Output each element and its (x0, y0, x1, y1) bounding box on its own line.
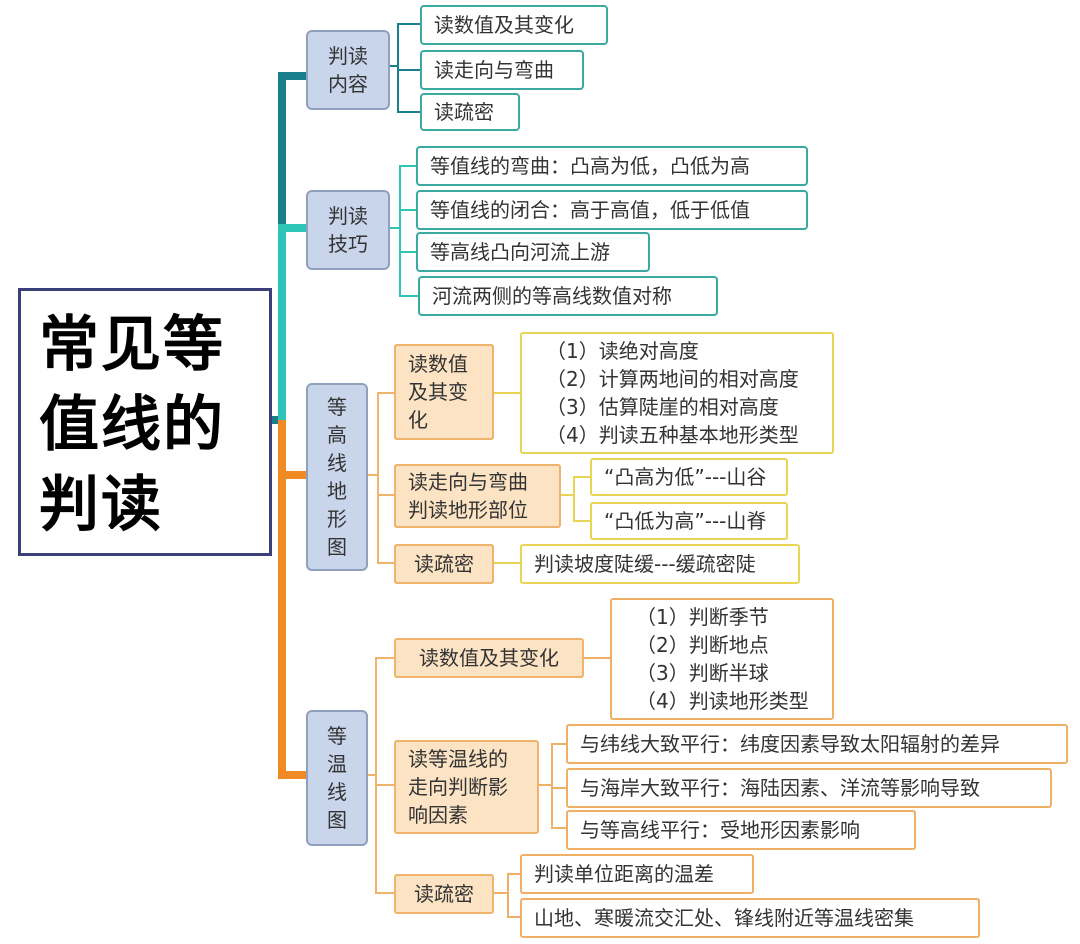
isotherm-direction-line-2: 走向判断影 (408, 775, 508, 799)
contour-values-item-1: （1）读绝对高度 (546, 339, 699, 363)
branch-reading-content: 判读 内容 (306, 30, 390, 110)
contour-values-item-2: （2）计算两地间的相对高度 (546, 367, 799, 391)
leaf-read-direction: 读走向与弯曲 (420, 50, 584, 90)
leaf-contour-river: 等高线凸向河流上游 (416, 232, 650, 272)
branch-reading-skills-line-1: 判读 (328, 204, 368, 228)
isotherm-direction-line-1: 读等温线的 (408, 747, 508, 771)
leaf-temperature-difference: 判读单位距离的温差 (520, 854, 754, 894)
branch-reading-skills-line-2: 技巧 (328, 232, 368, 256)
branch-reading-content-line-1: 判读 (328, 44, 368, 68)
root-title-line-2: 值线的 (39, 390, 225, 460)
root-title-box: 常见等 值线的 判读 (18, 288, 272, 556)
contour-values-item-4: （4）判读五种基本地形类型 (546, 423, 799, 447)
leaf-curve-rule: 等值线的弯曲：凸高为低，凸低为高 (416, 146, 808, 186)
contour-direction-line-1: 读走向与弯曲 (408, 470, 528, 494)
isotherm-values-item-1: （1）判断季节 (636, 605, 769, 629)
root-title-line-3: 判读 (39, 470, 163, 540)
contour-read-values-line-2: 及其变 (408, 380, 468, 404)
branch-contour-map-char-5: 形 (327, 507, 347, 531)
leaf-read-values: 读数值及其变化 (420, 5, 608, 45)
branch-contour-map: 等 高 线 地 形 图 (306, 383, 368, 571)
branch-reading-skills: 判读 技巧 (306, 190, 390, 270)
contour-read-values-line-3: 化 (408, 408, 428, 432)
branch-isotherm-map-char-2: 温 (327, 752, 347, 776)
branch-isotherm-map-char-1: 等 (327, 724, 347, 748)
isotherm-direction-line-3: 响因素 (408, 803, 468, 827)
branch-contour-map-char-1: 等 (327, 395, 347, 419)
leaf-dense-isotherms: 山地、寒暖流交汇处、锋线附近等温线密集 (520, 898, 980, 938)
branch-isotherm-map: 等 温 线 图 (306, 710, 368, 846)
contour-density-node: 读疏密 (394, 544, 494, 584)
contour-direction-node: 读走向与弯曲 判读地形部位 (394, 464, 561, 528)
leaf-read-density: 读疏密 (420, 93, 520, 131)
branch-reading-content-line-2: 内容 (328, 72, 368, 96)
branch-isotherm-map-char-3: 线 (327, 780, 347, 804)
isotherm-values-item-3: （3）判断半球 (636, 661, 769, 685)
branch-contour-map-char-4: 地 (327, 479, 347, 503)
leaf-river-symmetric: 河流两侧的等高线数值对称 (418, 276, 718, 316)
branch-contour-map-char-3: 线 (327, 451, 347, 475)
isotherm-direction-node: 读等温线的 走向判断影 响因素 (394, 740, 539, 834)
leaf-slope: 判读坡度陡缓---缓疏密陡 (520, 544, 800, 584)
leaf-land-sea-factor: 与海岸大致平行：海陆因素、洋流等影响导致 (566, 768, 1052, 808)
leaf-closure-rule: 等值线的闭合：高于高值，低于低值 (416, 190, 808, 230)
leaf-latitude-factor: 与纬线大致平行：纬度因素导致太阳辐射的差异 (566, 724, 1068, 764)
branch-isotherm-map-char-4: 图 (327, 808, 347, 832)
contour-read-values-line-1: 读数值 (408, 352, 468, 376)
isotherm-density-node: 读疏密 (394, 874, 494, 914)
isotherm-values-item-4: （4）判读地形类型 (636, 689, 809, 713)
root-title-line-1: 常见等 (39, 310, 225, 380)
leaf-terrain-factor: 与等高线平行：受地形因素影响 (566, 810, 916, 850)
isotherm-read-values-node: 读数值及其变化 (394, 638, 584, 678)
contour-read-values-node: 读数值 及其变 化 (394, 344, 494, 440)
branch-contour-map-char-2: 高 (327, 423, 347, 447)
contour-values-item-3: （3）估算陡崖的相对高度 (546, 395, 779, 419)
isotherm-values-item-2: （2）判断地点 (636, 633, 769, 657)
contour-values-list: （1）读绝对高度 （2）计算两地间的相对高度 （3）估算陡崖的相对高度 （4）判… (520, 332, 834, 454)
leaf-valley: “凸高为低”---山谷 (590, 458, 788, 496)
branch-contour-map-char-6: 图 (327, 535, 347, 559)
isotherm-values-list: （1）判断季节 （2）判断地点 （3）判断半球 （4）判读地形类型 (610, 598, 834, 720)
leaf-ridge: “凸低为高”---山脊 (590, 502, 788, 540)
contour-direction-line-2: 判读地形部位 (408, 498, 528, 522)
